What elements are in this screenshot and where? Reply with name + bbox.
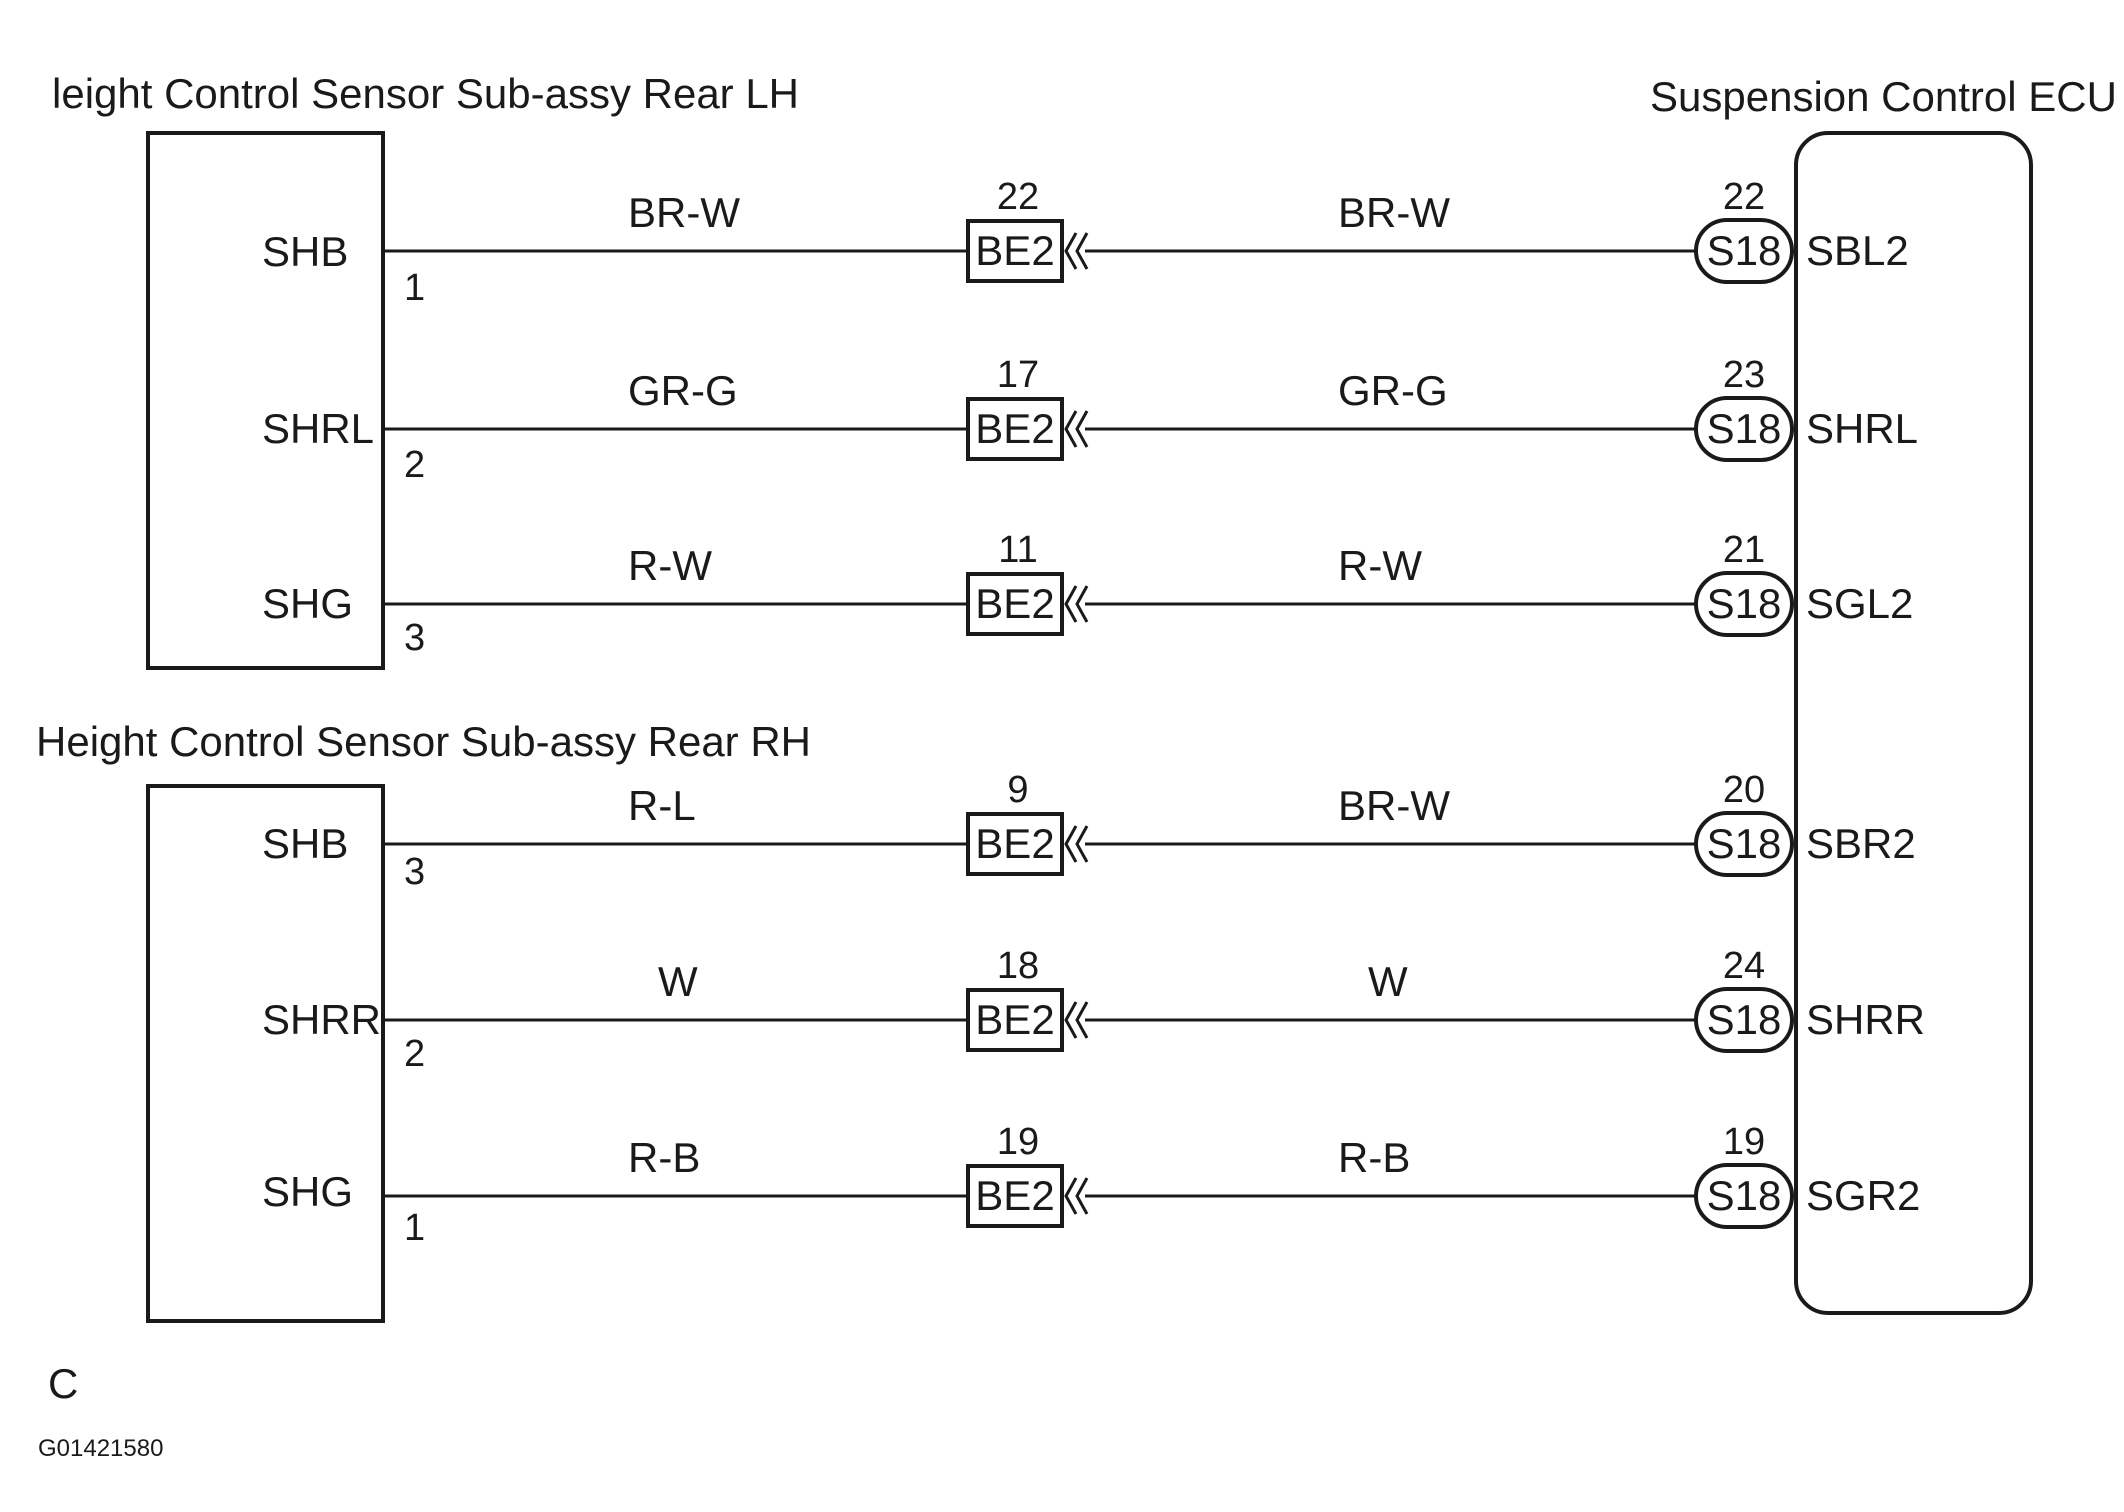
wire-color-label: R-W	[628, 542, 712, 589]
ecu-terminal-label: SBL2	[1806, 227, 1909, 274]
wire-color-label: R-W	[1338, 542, 1422, 589]
sensor-pin-name: SHRR	[262, 996, 381, 1043]
connector-s18-box	[1694, 987, 1794, 1053]
connector-be2-label: BE2	[975, 227, 1054, 274]
sensor-pin-name: SHG	[262, 1168, 353, 1215]
diagram-code: G01421580	[38, 1435, 163, 1462]
sensor-pin-name: SHB	[262, 228, 348, 275]
sensor-pin-name: SHRL	[262, 405, 374, 452]
connector-s18-label: S18	[1707, 580, 1782, 627]
connector-s18-box	[1694, 1163, 1794, 1229]
connector-chevron	[1064, 1177, 1089, 1215]
sensor-pin-number: 3	[404, 617, 425, 659]
connector-s18-pin: 22	[1723, 176, 1765, 218]
ecu-terminal-label: SGL2	[1806, 580, 1913, 627]
sensor-lh-pin-shb: SHB 1	[262, 228, 425, 309]
sensor-rh-pin-shrr: SHRR 2	[262, 996, 425, 1075]
connector-s18-pin: 20	[1723, 769, 1765, 811]
sensor-lh-pin-shrl: SHRL 2	[262, 405, 425, 486]
connector-be2-pin: 17	[997, 354, 1039, 396]
sensor-lh-box	[146, 131, 385, 670]
wire-color-label: GR-G	[628, 367, 738, 414]
connector-chevron	[1064, 1001, 1089, 1039]
connector-be2-pin: 9	[1007, 769, 1028, 811]
connector-chevron	[1064, 585, 1089, 623]
connector-be2-box	[966, 219, 1064, 283]
connector-be2-pin: 22	[997, 176, 1039, 218]
ecu-terminal-label: SBR2	[1806, 820, 1916, 867]
connector-chevron	[1064, 825, 1089, 863]
connector-s18-box	[1694, 396, 1794, 462]
wire-color-label: BR-W	[1338, 189, 1450, 236]
connector-be2-pin: 18	[997, 945, 1039, 987]
connector-be2-box	[966, 572, 1064, 636]
sensor-lh-pin-shg: SHG 3	[262, 580, 425, 659]
connector-s18-pin: 19	[1723, 1121, 1765, 1163]
wire-color-label: BR-W	[628, 189, 740, 236]
ecu-box	[1794, 131, 2033, 1315]
ecu-terminal-label: SHRR	[1806, 996, 1925, 1043]
wire-color-label: GR-G	[1338, 367, 1448, 414]
connector-s18-label: S18	[1707, 1172, 1782, 1219]
connector-be2-label: BE2	[975, 1172, 1054, 1219]
connector-chevron	[1064, 410, 1089, 448]
wire-color-label: BR-W	[1338, 782, 1450, 829]
ecu-terminal-label: SGR2	[1806, 1172, 1920, 1219]
connector-be2-label: BE2	[975, 405, 1054, 452]
connector-s18-box	[1694, 571, 1794, 637]
sensor-pin-name: SHB	[262, 820, 348, 867]
sensor-rh-pin-shb: SHB 3	[262, 820, 425, 893]
connector-be2-pin: 19	[997, 1121, 1039, 1163]
connector-s18-label: S18	[1707, 227, 1782, 274]
connector-be2-box	[966, 1164, 1064, 1228]
connector-s18-box	[1694, 218, 1794, 284]
connector-be2-box	[966, 988, 1064, 1052]
connector-chevron	[1064, 232, 1089, 270]
sensor-pin-number: 1	[404, 1207, 425, 1249]
sensor-rh-box	[146, 784, 385, 1323]
connector-be2-label: BE2	[975, 996, 1054, 1043]
connector-s18-pin: 23	[1723, 354, 1765, 396]
sensor-pin-number: 1	[404, 267, 425, 309]
connector-s18-box	[1694, 811, 1794, 877]
diagram-letter: C	[48, 1360, 78, 1407]
connector-s18-label: S18	[1707, 405, 1782, 452]
connector-be2-box	[966, 812, 1064, 876]
connector-be2-label: BE2	[975, 820, 1054, 867]
wire-color-label: R-B	[1338, 1134, 1410, 1181]
sensor-pin-number: 2	[404, 1033, 425, 1075]
wire-color-label: W	[658, 958, 698, 1005]
wire-color-label: R-B	[628, 1134, 700, 1181]
connector-s18-label: S18	[1707, 820, 1782, 867]
wire-color-label: R-L	[628, 782, 696, 829]
sensor-pin-name: SHG	[262, 580, 353, 627]
sensor-pin-number: 2	[404, 444, 425, 486]
sensor-lh-title: leight Control Sensor Sub-assy Rear LH	[52, 70, 799, 117]
connector-be2-pin: 11	[998, 529, 1037, 571]
sensor-rh-pin-shg: SHG 1	[262, 1168, 425, 1249]
connector-s18-pin: 21	[1723, 529, 1765, 571]
ecu-terminal-label: SHRL	[1806, 405, 1918, 452]
sensor-pin-number: 3	[404, 851, 425, 893]
connector-be2-box	[966, 397, 1064, 461]
sensor-rh-title: Height Control Sensor Sub-assy Rear RH	[36, 718, 811, 765]
connector-s18-label: S18	[1707, 996, 1782, 1043]
wire-color-label: W	[1368, 958, 1408, 1005]
ecu-title: Suspension Control ECU	[1650, 73, 2117, 120]
connector-s18-pin: 24	[1723, 945, 1765, 987]
connector-be2-label: BE2	[975, 580, 1054, 627]
